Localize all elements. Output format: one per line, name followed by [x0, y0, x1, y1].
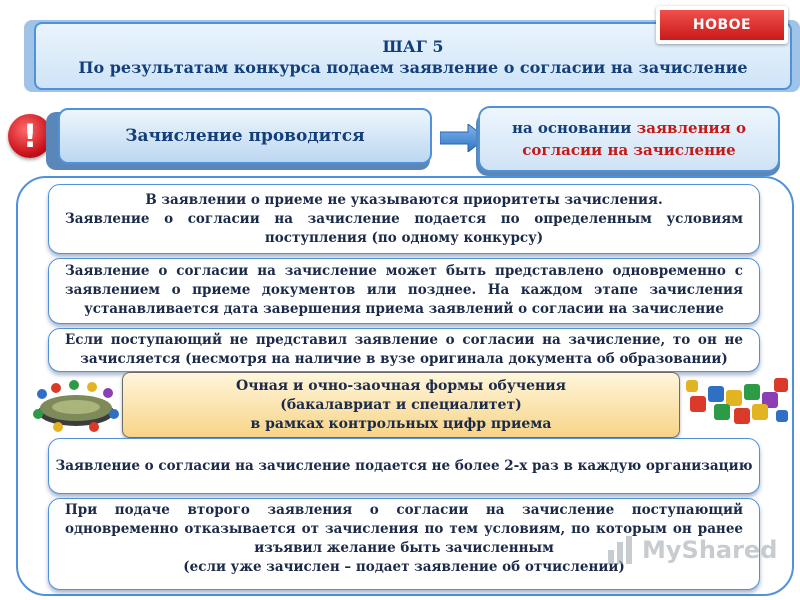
basis-prefix: на основании — [512, 119, 632, 137]
block5-line1: При подаче второго заявления о согласии … — [65, 502, 743, 556]
watermark-text: MyShared — [642, 536, 778, 564]
watermark-chart-icon — [608, 536, 632, 564]
info-block-no-consent: Если поступающий не представил заявление… — [48, 328, 760, 372]
puzzle-pieces-icon — [686, 378, 788, 424]
block4-text: Заявление о согласии на зачисление подае… — [55, 458, 753, 474]
enrollment-label: Зачисление проводится — [58, 108, 432, 164]
info-block-submission-limit: Заявление о согласии на зачисление подае… — [48, 438, 760, 494]
info-block-priorities: В заявлении о приеме не указываются прио… — [48, 184, 760, 254]
block3-text: Если поступающий не представил заявление… — [65, 332, 743, 367]
step-subtitle: По результатам конкурса подаем заявление… — [78, 58, 748, 77]
forms-line3: в рамках контрольных цифр приема — [250, 416, 552, 432]
forms-line2: (бакалавриат и специалитет) — [280, 397, 522, 413]
new-badge-label: НОВОЕ — [660, 10, 784, 40]
exclamation-icon: ! — [8, 114, 52, 158]
round-table-meeting-icon — [33, 380, 119, 432]
info-block-second-application: При подаче второго заявления о согласии … — [48, 498, 760, 590]
study-forms-box: Очная и очно-заочная формы обучения (бак… — [122, 372, 680, 438]
basis-highlight-2: согласии на зачисление — [522, 141, 736, 159]
block2-text: Заявление о согласии на зачисление может… — [65, 263, 743, 317]
enrollment-basis: на основании заявления о согласии на зач… — [478, 106, 780, 172]
watermark-logo: MyShared — [606, 532, 778, 572]
block5-line2: (если уже зачислен – подает заявление об… — [183, 559, 625, 575]
info-block-submission-timing: Заявление о согласии на зачисление может… — [48, 258, 760, 324]
basis-highlight-1: заявления о — [636, 119, 746, 137]
step-title: ШАГ 5 — [382, 37, 444, 56]
block1-line2: Заявление о согласии на зачисление подае… — [65, 211, 743, 246]
new-badge: НОВОЕ — [656, 6, 788, 44]
block1-line1: В заявлении о приеме не указываются прио… — [145, 192, 663, 208]
forms-line1: Очная и очно-заочная формы обучения — [236, 378, 566, 394]
